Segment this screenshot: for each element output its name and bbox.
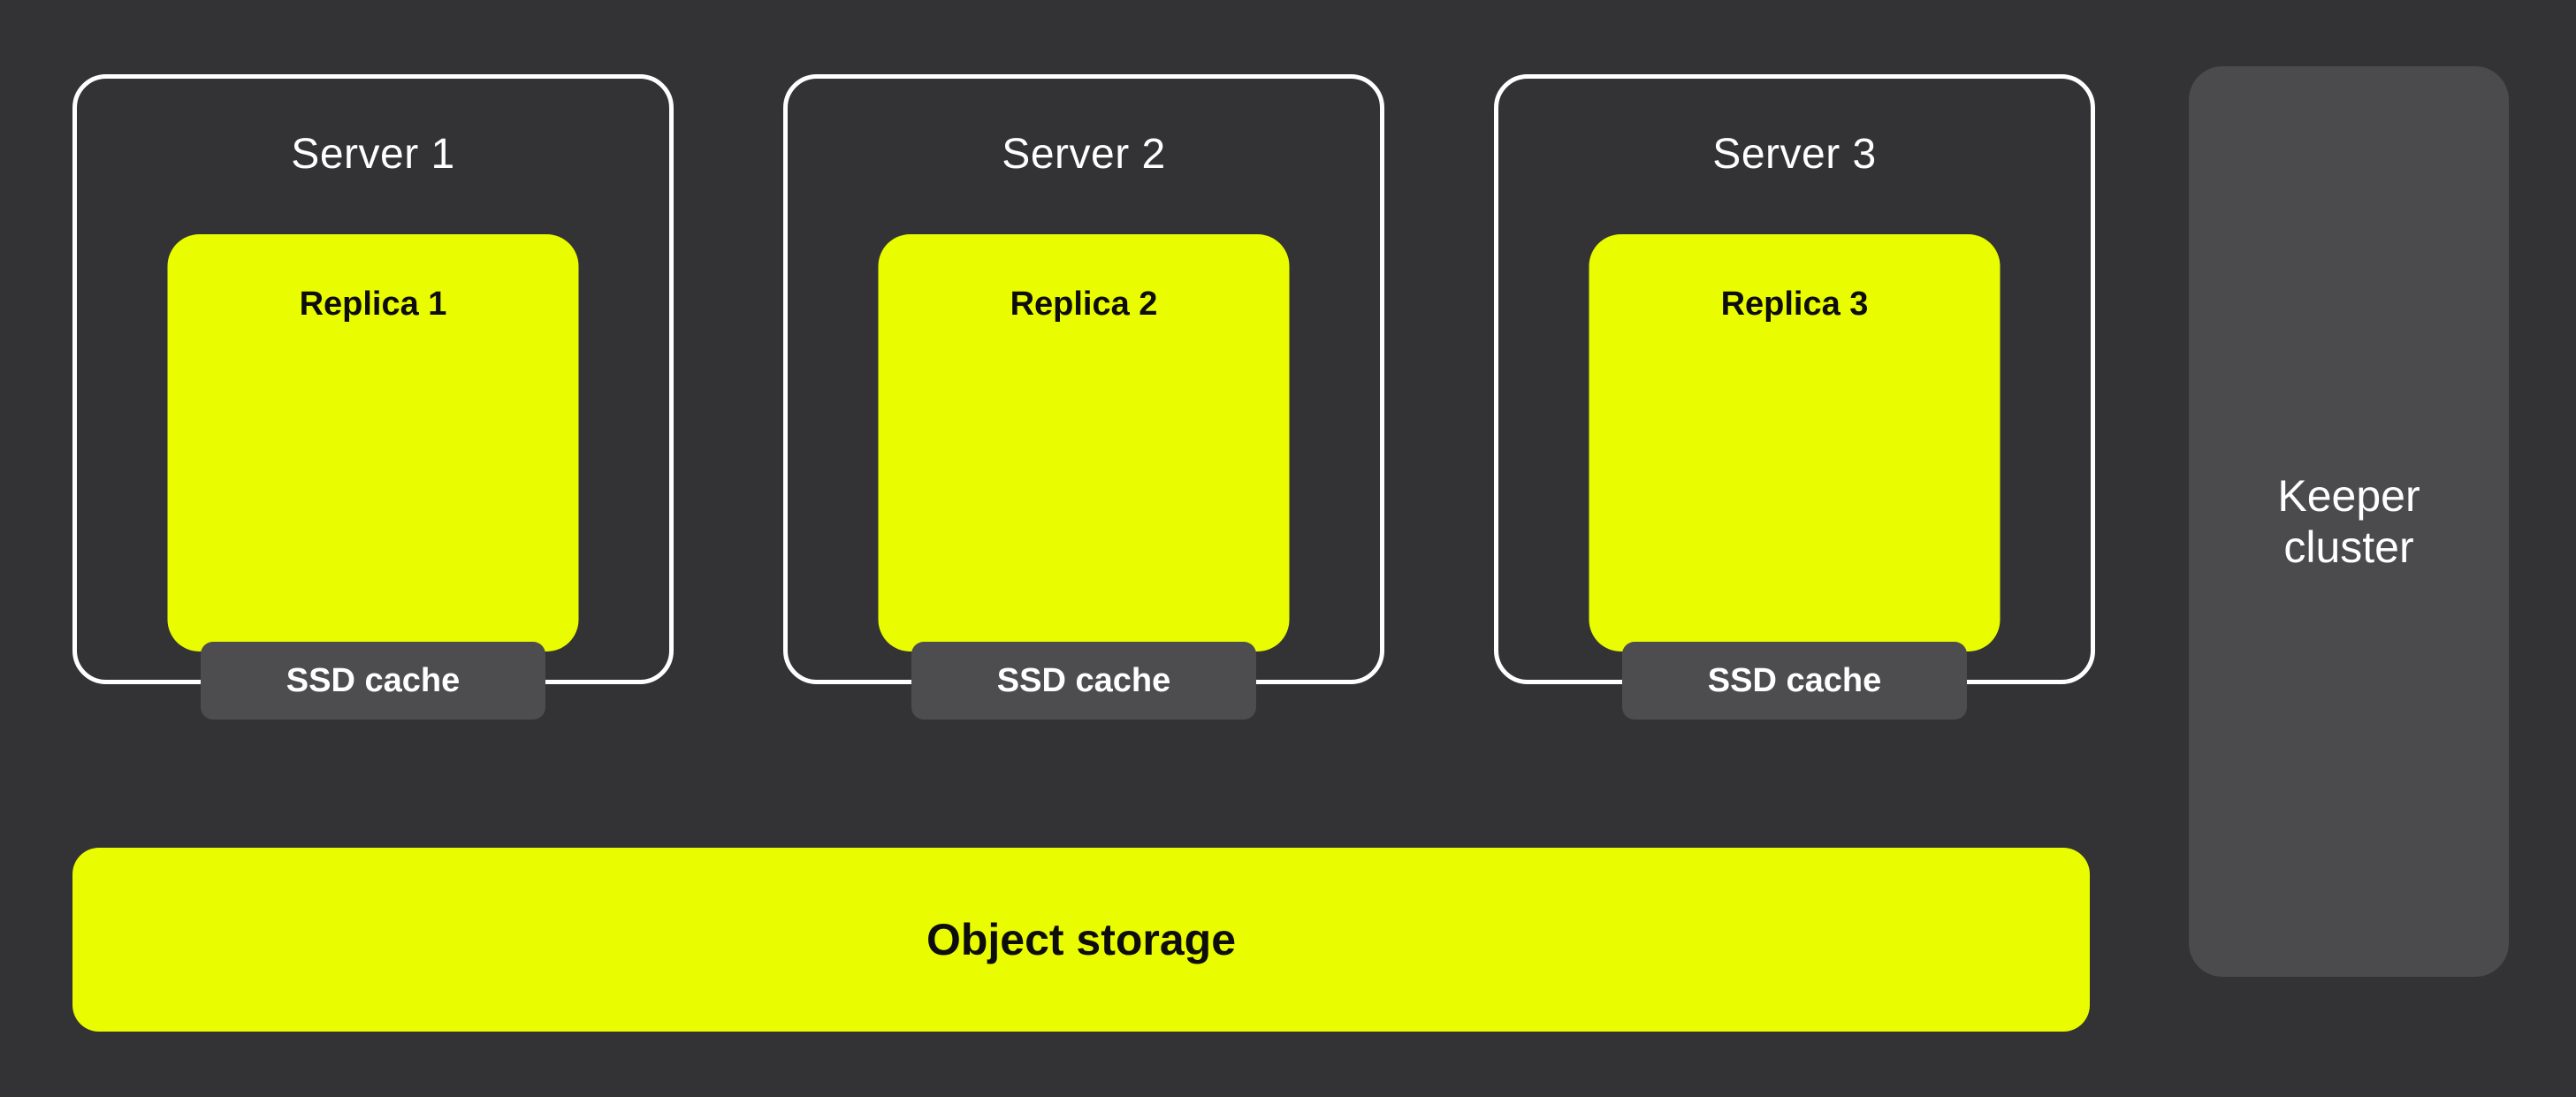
- keeper-cluster-label-line2: cluster: [2283, 522, 2414, 572]
- server-2-title: Server 2: [1002, 131, 1166, 178]
- keeper-cluster-box: Keeper cluster: [2189, 66, 2509, 977]
- keeper-cluster-label-line1: Keeper: [2277, 471, 2420, 521]
- server-3-box: Server 3 Replica 3 SSD cache: [1494, 74, 2095, 720]
- replica-1-label: Replica 1: [299, 286, 447, 323]
- replica-3-box: Replica 3: [1589, 234, 2001, 651]
- server-2-ssd-cache-badge: SSD cache: [911, 642, 1256, 720]
- server-3-title: Server 3: [1712, 131, 1877, 178]
- replica-3-label: Replica 3: [1720, 286, 1869, 323]
- replica-1-box: Replica 1: [167, 234, 579, 651]
- replica-2-label: Replica 2: [1010, 286, 1158, 323]
- server-2-box: Server 2 Replica 2 SSD cache: [783, 74, 1384, 720]
- keeper-cluster-label: Keeper cluster: [2277, 470, 2420, 573]
- server-1-box: Server 1 Replica 1 SSD cache: [72, 74, 674, 720]
- server-3-ssd-cache-badge: SSD cache: [1622, 642, 1967, 720]
- replica-2-box: Replica 2: [878, 234, 1290, 651]
- object-storage-bar: Object storage: [72, 848, 2090, 1032]
- server-1-title: Server 1: [291, 131, 455, 178]
- server-1-ssd-cache-badge: SSD cache: [201, 642, 545, 720]
